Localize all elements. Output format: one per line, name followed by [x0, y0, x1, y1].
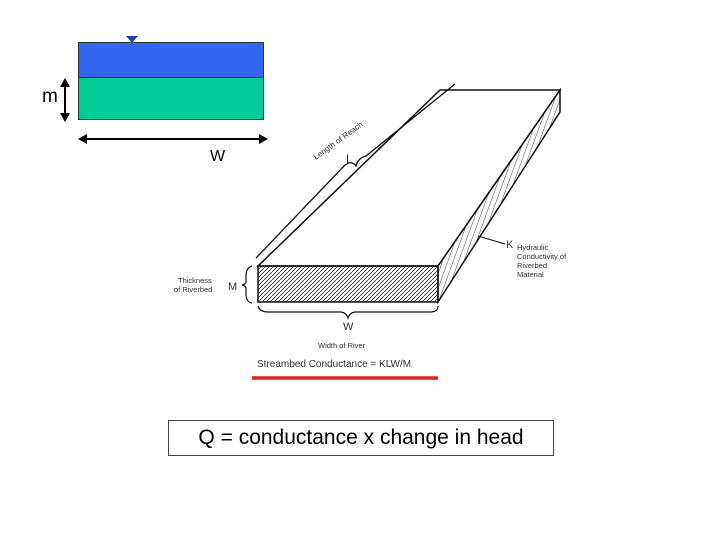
conductivity-symbol: K [506, 239, 514, 251]
block-front-face [257, 265, 439, 303]
width-arrow [78, 134, 268, 144]
formula-box: Q = conductance x change in head [168, 420, 554, 456]
width-brace [257, 305, 439, 320]
width-label: W [210, 148, 226, 165]
water-layer [78, 42, 264, 78]
length-symbol: L [346, 152, 353, 166]
conductivity-pointer [477, 235, 506, 245]
thickness-label: m [42, 86, 58, 107]
thickness-symbol: M [228, 281, 237, 293]
conductivity-label-line-4: Material [517, 270, 544, 279]
conductivity-label-line-3: Riverbed [517, 261, 547, 270]
thickness-label-line-1: Thickness [178, 276, 212, 285]
width-symbol: W [343, 321, 354, 333]
riverbed-layer [78, 78, 264, 120]
water-level-marker-icon [126, 36, 138, 43]
conductivity-label-line-1: Hydraulic [517, 243, 549, 252]
length-of-reach-label: Length of Reach [312, 120, 365, 162]
length-brace [255, 83, 456, 259]
conductance-equation: Streambed Conductance = KLW/M [257, 359, 411, 370]
thickness-label-line-2: of Riverbed [174, 285, 212, 294]
conductivity-label-line-2: Conductivity of [517, 252, 567, 261]
thickness-brace [241, 265, 253, 304]
width-of-river-label: Width of River [318, 341, 366, 350]
thickness-arrow [60, 78, 70, 122]
